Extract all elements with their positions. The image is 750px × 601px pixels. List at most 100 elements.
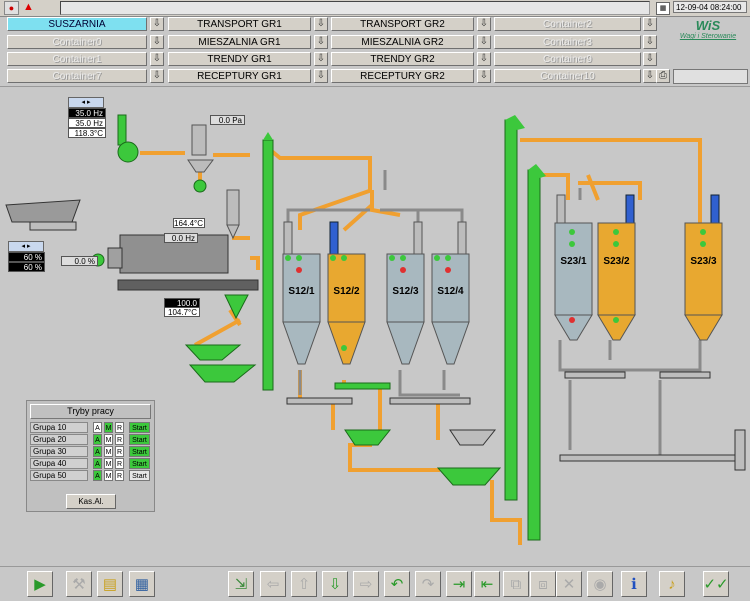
import-icon[interactable]: ⇲ (228, 571, 254, 597)
info-icon[interactable]: ℹ (621, 571, 647, 597)
undo-icon[interactable]: ↶ (384, 571, 410, 597)
mode-a-button[interactable]: A (93, 458, 102, 469)
start-button[interactable]: Start (129, 446, 150, 457)
silo-label[interactable]: S23/1 (560, 256, 587, 267)
pct-arrows[interactable]: ◂ ▸ (8, 241, 44, 252)
nav-down-arrow-icon[interactable]: ⇩ (314, 17, 328, 31)
nav-trendy-gr2[interactable]: TRENDY GR2 (331, 52, 474, 66)
nav-mieszalnia-gr2[interactable]: MIESZALNIA GR2 (331, 35, 474, 49)
mode-a-button[interactable]: A (93, 422, 102, 433)
silo-s12-2 (327, 221, 366, 365)
start-button[interactable]: Start (129, 470, 150, 481)
drum-frequency: 0.0 Hz (164, 233, 198, 243)
tools-icon[interactable]: ⚒ (66, 571, 92, 597)
nav-container0[interactable]: Container0 (7, 35, 147, 49)
temp-outlet: 104.7°C (164, 307, 200, 317)
alarm-icon[interactable]: ● (4, 1, 19, 15)
arrow-right-icon[interactable]: ⇨ (353, 571, 379, 597)
paste-icon[interactable]: ⧈ (530, 571, 556, 597)
mode-m-button[interactable]: M (104, 446, 113, 457)
arrow-left-icon[interactable]: ⇦ (260, 571, 286, 597)
sound-icon[interactable]: ♪ (659, 571, 685, 597)
redo-icon[interactable]: ↷ (415, 571, 441, 597)
nav-suszarnia[interactable]: SUSZARNIA (7, 17, 147, 31)
message-field (60, 1, 650, 15)
silo-label[interactable]: S23/2 (603, 256, 630, 267)
group-row: Grupa 30 A M R Start (30, 446, 151, 457)
nav-down-arrow-icon[interactable]: ⇩ (477, 17, 491, 31)
nav-transport-gr2[interactable]: TRANSPORT GR2 (331, 17, 474, 31)
reset-alarms-button[interactable]: Kas.Al. (66, 494, 116, 509)
silo-label[interactable]: S12/1 (288, 286, 315, 297)
start-button[interactable]: Start (129, 458, 150, 469)
preview-icon[interactable]: ◉ (587, 571, 613, 597)
nav-container7[interactable]: Container7 (7, 69, 147, 83)
nav-down-arrow-icon[interactable]: ⇩ (314, 35, 328, 49)
print-icon[interactable]: ⎙ (656, 69, 670, 83)
nav-down-arrow-icon[interactable]: ⇩ (477, 52, 491, 66)
nav-down-arrow-icon[interactable]: ⇩ (150, 69, 164, 83)
nav-container10[interactable]: Container10 (494, 69, 641, 83)
group-name: Grupa 20 (30, 434, 88, 445)
arrow-down-icon[interactable]: ⇩ (322, 571, 348, 597)
nav-down-arrow-icon[interactable]: ⇩ (150, 52, 164, 66)
nav-receptury-gr1[interactable]: RECEPTURY GR1 (168, 69, 311, 83)
freq-setpoint[interactable]: 35.0 Hz (68, 108, 106, 118)
logo-title: WiS (695, 18, 721, 33)
mode-m-button[interactable]: M (104, 434, 113, 445)
mode-r-button[interactable]: R (115, 434, 124, 445)
silo-label[interactable]: S12/3 (392, 286, 419, 297)
nav-down-arrow-icon[interactable]: ⇩ (477, 35, 491, 49)
mode-a-button[interactable]: A (93, 434, 102, 445)
nav-container3[interactable]: Container3 (494, 35, 641, 49)
nav-down-arrow-icon[interactable]: ⇩ (314, 69, 328, 83)
nav-mieszalnia-gr1[interactable]: MIESZALNIA GR1 (168, 35, 311, 49)
group-row: Grupa 50 A M R Start (30, 470, 151, 481)
mode-r-button[interactable]: R (115, 458, 124, 469)
freq-arrows[interactable]: ◂ ▸ (68, 97, 104, 108)
nav-down-arrow-icon[interactable]: ⇩ (314, 52, 328, 66)
mode-m-button[interactable]: M (104, 470, 113, 481)
delete-icon[interactable]: ✕ (556, 571, 582, 597)
notes-icon[interactable]: ▤ (97, 571, 123, 597)
group-row: Grupa 20 A M R Start (30, 434, 151, 445)
nav-down-arrow-icon[interactable]: ⇩ (643, 69, 657, 83)
mode-r-button[interactable]: R (115, 422, 124, 433)
nav-container9[interactable]: Container9 (494, 52, 641, 66)
nav-down-arrow-icon[interactable]: ⇩ (150, 17, 164, 31)
silo-label[interactable]: S23/3 (690, 256, 717, 267)
calendar-icon[interactable]: ▦ (656, 2, 670, 15)
nav-receptury-gr2[interactable]: RECEPTURY GR2 (331, 69, 474, 83)
nav-down-arrow-icon[interactable]: ⇩ (643, 17, 657, 31)
nav-trendy-gr1[interactable]: TRENDY GR1 (168, 52, 311, 66)
pipes (286, 170, 702, 455)
silo-label[interactable]: S12/2 (333, 286, 360, 297)
nav-down-arrow-icon[interactable]: ⇩ (477, 69, 491, 83)
nav-down-arrow-icon[interactable]: ⇩ (150, 35, 164, 49)
start-button[interactable]: Start (129, 434, 150, 445)
copy-icon[interactable]: ⧉ (503, 571, 529, 597)
silo-label[interactable]: S12/4 (437, 286, 464, 297)
mode-m-button[interactable]: M (104, 422, 113, 433)
nav-transport-gr1[interactable]: TRANSPORT GR1 (168, 17, 311, 31)
back-icon[interactable]: ⇤ (474, 571, 500, 597)
nav-down-arrow-icon[interactable]: ⇩ (643, 35, 657, 49)
mode-a-button[interactable]: A (93, 470, 102, 481)
mode-m-button[interactable]: M (104, 458, 113, 469)
play-icon[interactable]: ▶ (27, 571, 53, 597)
mode-r-button[interactable]: R (115, 470, 124, 481)
nav-container2[interactable]: Container2 (494, 17, 641, 31)
silo-s12-1 (282, 221, 321, 365)
arrow-up-icon[interactable]: ⇧ (291, 571, 317, 597)
forward-icon[interactable]: ⇥ (446, 571, 472, 597)
percent-setpoint-1[interactable]: 60 % (8, 252, 45, 262)
nav-down-arrow-icon[interactable]: ⇩ (643, 52, 657, 66)
percent-setpoint-2[interactable]: 60 % (8, 262, 45, 272)
mode-r-button[interactable]: R (115, 446, 124, 457)
nav-container1[interactable]: Container1 (7, 52, 147, 66)
start-button[interactable]: Start (129, 422, 150, 433)
warning-icon[interactable]: ▲ (23, 1, 34, 13)
acknowledge-icon[interactable]: ✓✓ (703, 571, 729, 597)
report-icon[interactable]: ▦ (129, 571, 155, 597)
mode-a-button[interactable]: A (93, 446, 102, 457)
